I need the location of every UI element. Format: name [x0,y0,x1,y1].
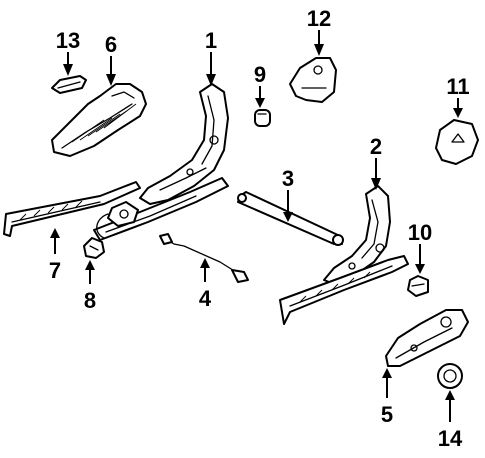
arrow-5 [382,368,392,378]
callout-9: 9 [254,62,266,87]
arrow-14 [445,390,455,400]
callout-labels: 1 2 3 4 5 6 7 8 9 10 11 12 13 14 [49,6,470,451]
part-11-round-knob [435,119,479,165]
callout-14: 14 [438,426,463,451]
arrow-8 [85,260,95,270]
callout-10: 10 [408,220,432,245]
callout-12: 12 [307,6,331,31]
part-1-seat-track-left [93,83,229,241]
part-13-cap [51,75,87,94]
arrow-4 [200,258,210,268]
part-6-recliner-cover [51,83,147,157]
arrow-10 [415,264,425,274]
part-10-bracket [407,275,429,297]
arrow-2 [371,178,381,190]
callout-4: 4 [199,286,212,311]
part-3-connecting-rod [237,191,344,246]
callout-3: 3 [282,166,294,191]
callout-8: 8 [84,288,96,313]
callout-1: 1 [205,28,217,53]
callout-2: 2 [370,134,382,159]
arrow-12 [314,44,324,56]
arrow-1 [206,74,216,86]
arrow-9 [255,98,265,108]
part-9-knob [254,109,271,127]
leader-lines [50,30,463,422]
part-12-handle-cover [289,57,337,103]
callout-5: 5 [381,402,393,427]
arrow-3 [283,212,293,222]
part-4-cable [159,233,249,283]
callout-13: 13 [56,28,80,53]
arrow-6 [106,74,116,86]
part-2-seat-track-right [279,185,409,325]
callout-7: 7 [49,258,61,283]
part-14-ring-knob [437,363,463,389]
part-8-clip [83,237,105,259]
part-7-side-rail [3,181,141,237]
arrow-11 [453,108,463,118]
arrow-7 [50,228,60,238]
part-5-outer-cover [385,309,469,367]
callout-11: 11 [446,74,469,99]
callout-6: 6 [105,32,117,57]
arrow-13 [63,64,73,76]
